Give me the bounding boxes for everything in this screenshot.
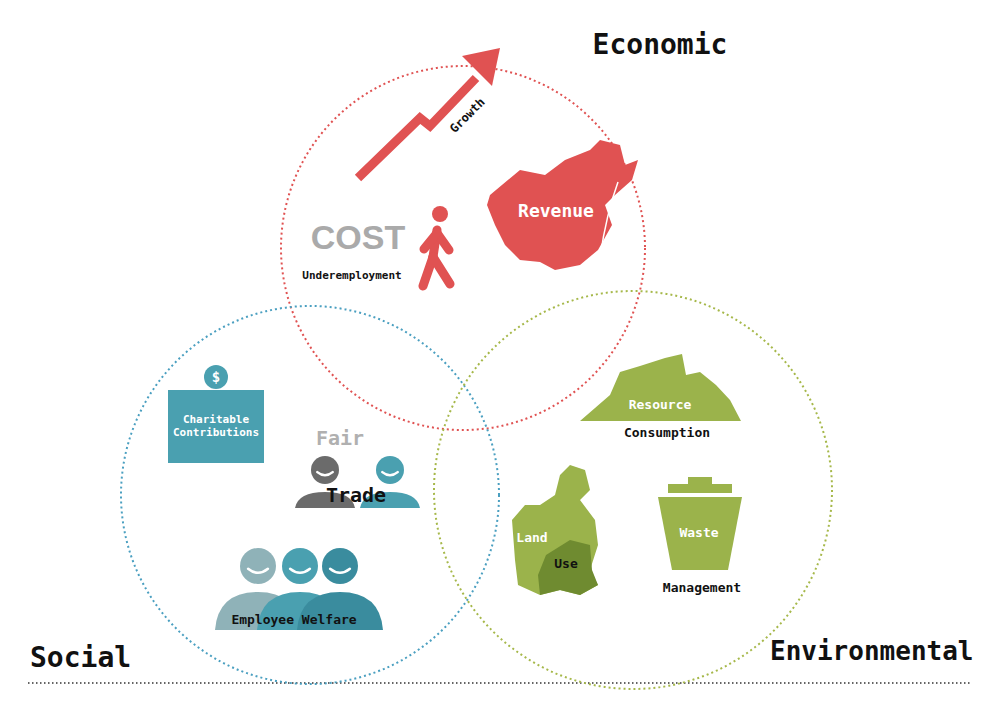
circle-heading: Environmental xyxy=(770,637,974,667)
person-head xyxy=(376,456,404,484)
shape-caption: Consumption xyxy=(624,426,710,441)
person-leg xyxy=(433,257,450,284)
landmass-outline xyxy=(580,354,741,421)
bin-caption: Management xyxy=(663,581,741,596)
person-head xyxy=(311,456,339,484)
waste-bin: WasteManagement xyxy=(648,476,760,596)
region-map: LandUse xyxy=(505,460,605,600)
icon-label: Trade xyxy=(326,484,386,507)
shape-label: Resource xyxy=(629,398,692,413)
face-smile xyxy=(290,569,310,573)
map-shape: Revenue xyxy=(484,136,642,274)
map-label: Revenue xyxy=(518,201,594,222)
face-smile xyxy=(382,472,397,475)
map-line xyxy=(600,182,618,258)
landmass-shape: ResourceConsumption xyxy=(578,350,743,442)
person-head xyxy=(432,206,448,222)
person-head xyxy=(282,548,318,584)
environmental-circle-drawing xyxy=(433,290,833,690)
grey-label: Fair xyxy=(316,427,364,450)
map-label: Use xyxy=(554,557,577,572)
circle-heading: Economic xyxy=(593,29,728,61)
arrow-head xyxy=(462,48,500,86)
base-line xyxy=(28,682,972,684)
circle-outline xyxy=(281,66,645,430)
bin-handle xyxy=(688,477,712,484)
bin-label: Waste xyxy=(679,526,718,541)
charity-box-rect xyxy=(168,390,264,463)
people-icon: Employee Welfare xyxy=(210,545,390,635)
circle-outline xyxy=(121,306,499,684)
growth-arrow-drawing xyxy=(340,40,510,190)
person-head xyxy=(240,548,276,584)
map-outline xyxy=(512,465,598,595)
bin-body xyxy=(658,497,742,570)
dollar-sign: $ xyxy=(212,369,220,385)
growth-arrow: Growth xyxy=(340,40,510,190)
environmental-circle: EnvironmentalResourceConsumptionLandUseW… xyxy=(433,290,833,690)
map-label: Land xyxy=(516,531,547,546)
dollar-circle xyxy=(204,365,228,389)
walking-person-icon xyxy=(423,206,450,286)
face-smile xyxy=(330,569,350,573)
small-label: Underemployment xyxy=(302,270,401,283)
map-subregion xyxy=(538,540,598,595)
icon-label: Employee Welfare xyxy=(231,613,356,628)
map-outline xyxy=(487,140,638,270)
cost-label: COST xyxy=(311,218,405,257)
face-smile xyxy=(248,569,268,573)
person-head xyxy=(322,548,358,584)
circle-outline xyxy=(434,291,832,689)
face-smile xyxy=(317,472,332,475)
box-label: Charitable Contributions xyxy=(172,414,260,439)
social-circle: Social$Charitable ContributionsFairTrade… xyxy=(120,305,500,685)
circle-heading: Social xyxy=(30,642,131,674)
person-arm xyxy=(424,233,437,249)
charity-box: $ Charitable Contributions xyxy=(168,364,264,465)
bin-lid xyxy=(668,484,732,493)
people-icon: FairTrade xyxy=(288,425,423,510)
